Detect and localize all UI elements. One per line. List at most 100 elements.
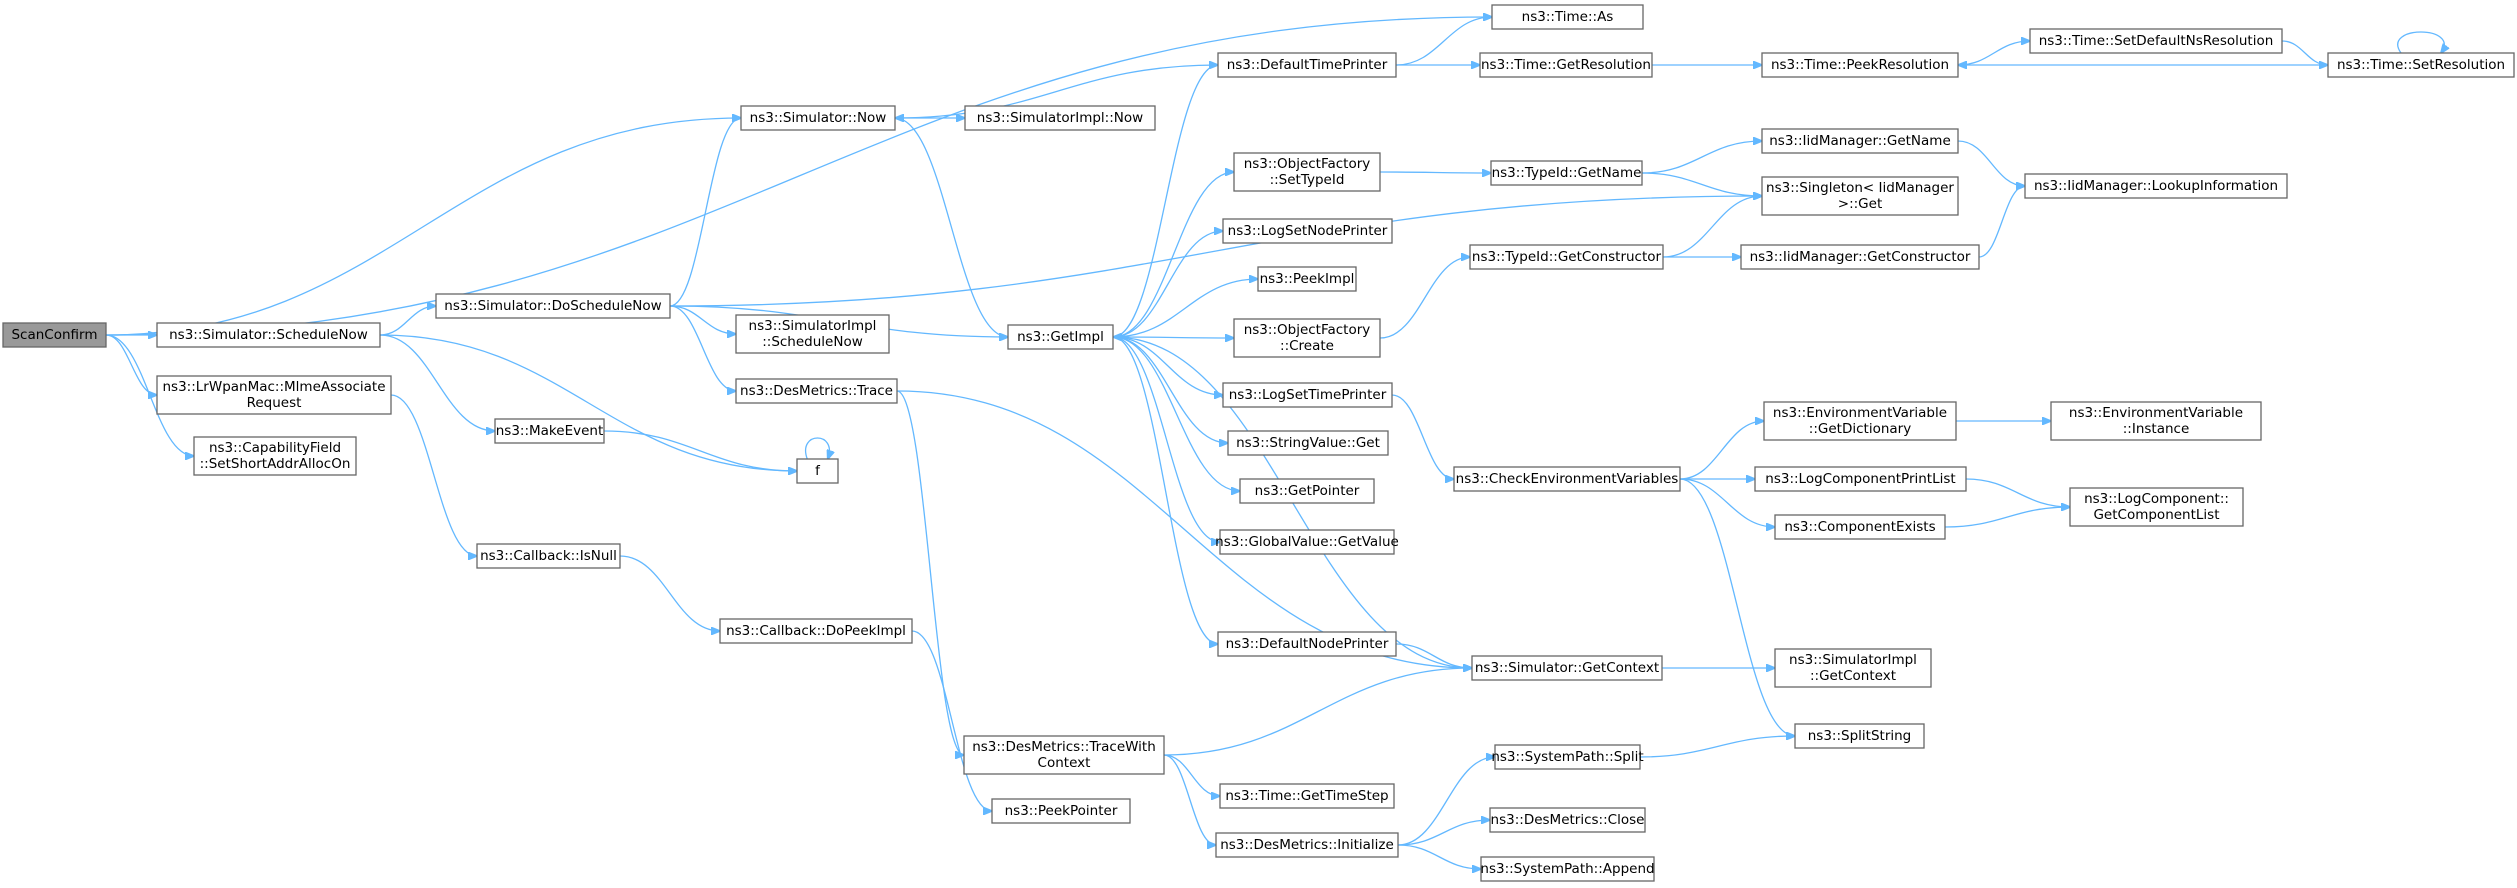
node-timegettimestep[interactable]: ns3::Time::GetTimeStep bbox=[1219, 783, 1395, 809]
node-box[interactable] bbox=[1217, 52, 1397, 78]
node-box[interactable] bbox=[796, 458, 839, 484]
node-box[interactable] bbox=[1469, 244, 1664, 270]
node-simimplnow[interactable]: ns3::SimulatorImpl::Now bbox=[964, 105, 1156, 131]
node-box[interactable] bbox=[2069, 487, 2244, 527]
node-box[interactable] bbox=[1222, 382, 1393, 408]
node-box[interactable] bbox=[1219, 783, 1395, 809]
node-box[interactable] bbox=[1480, 856, 1655, 882]
node-box[interactable] bbox=[1774, 648, 1932, 688]
node-box[interactable] bbox=[1489, 807, 1646, 833]
node-box[interactable] bbox=[193, 436, 357, 476]
node-box[interactable] bbox=[1761, 176, 1959, 216]
node-box[interactable] bbox=[156, 322, 381, 348]
node-objfactorysettypeid[interactable]: ns3::ObjectFactory::SetTypeId bbox=[1233, 152, 1381, 192]
node-box[interactable] bbox=[1740, 244, 1980, 270]
node-envinstance[interactable]: ns3::EnvironmentVariable::Instance bbox=[2050, 401, 2262, 441]
node-timeas[interactable]: ns3::Time::As bbox=[1491, 4, 1644, 30]
node-box[interactable] bbox=[2029, 28, 2283, 54]
node-timegetresolution[interactable]: ns3::Time::GetResolution bbox=[1479, 52, 1653, 78]
node-singletonget[interactable]: ns3::Singleton< IidManager >::Get bbox=[1761, 176, 1959, 216]
node-timesetdefaultns[interactable]: ns3::Time::SetDefaultNsResolution bbox=[2029, 28, 2283, 54]
node-box[interactable] bbox=[1239, 478, 1375, 504]
node-box[interactable] bbox=[1763, 401, 1957, 441]
node-box[interactable] bbox=[1794, 723, 1925, 749]
node-simgetcontext[interactable]: ns3::Simulator::GetContext bbox=[1471, 655, 1663, 681]
node-box[interactable] bbox=[1754, 466, 1967, 492]
node-simimplschedulenow[interactable]: ns3::SimulatorImpl::ScheduleNow bbox=[735, 314, 890, 354]
node-timepeekresolution[interactable]: ns3::Time::PeekResolution bbox=[1761, 52, 1959, 78]
node-box[interactable] bbox=[1217, 631, 1397, 657]
node-box[interactable] bbox=[494, 418, 605, 444]
node-box[interactable] bbox=[1494, 744, 1641, 770]
node-logcompprintlist[interactable]: ns3::LogComponentPrintList bbox=[1754, 466, 1967, 492]
node-systempathsplit[interactable]: ns3::SystemPath::Split bbox=[1491, 744, 1644, 770]
node-typeidgetname[interactable]: ns3::TypeId::GetName bbox=[1490, 160, 1643, 186]
node-schedulenow[interactable]: ns3::Simulator::ScheduleNow bbox=[156, 322, 381, 348]
node-defaulttimeprinter[interactable]: ns3::DefaultTimePrinter bbox=[1217, 52, 1397, 78]
node-box[interactable] bbox=[719, 618, 913, 644]
node-desmetricsinit[interactable]: ns3::DesMetrics::Initialize bbox=[1215, 832, 1399, 858]
node-peekimpl[interactable]: ns3::PeekImpl bbox=[1257, 266, 1357, 292]
node-iidgetconstructor[interactable]: ns3::IidManager::GetConstructor bbox=[1740, 244, 1980, 270]
node-box[interactable] bbox=[1491, 4, 1644, 30]
node-box[interactable] bbox=[156, 375, 392, 415]
node-box[interactable] bbox=[1761, 128, 1959, 154]
node-logsettimeprinter[interactable]: ns3::LogSetTimePrinter bbox=[1222, 382, 1393, 408]
node-simnow[interactable]: ns3::Simulator::Now bbox=[740, 105, 896, 131]
node-objfactorycreate[interactable]: ns3::ObjectFactory::Create bbox=[1233, 318, 1381, 358]
node-iidgetname[interactable]: ns3::IidManager::GetName bbox=[1761, 128, 1959, 154]
node-box[interactable] bbox=[1233, 152, 1381, 192]
node-makeevent[interactable]: ns3::MakeEvent bbox=[494, 418, 605, 444]
node-box[interactable] bbox=[735, 314, 890, 354]
node-capfield[interactable]: ns3::CapabilityField::SetShortAddrAllocO… bbox=[193, 436, 357, 476]
node-getimpl[interactable]: ns3::GetImpl bbox=[1007, 324, 1114, 350]
node-box[interactable] bbox=[963, 735, 1165, 775]
node-globalvaluegetvalue[interactable]: ns3::GlobalValue::GetValue bbox=[1215, 529, 1399, 555]
node-timesetresolution[interactable]: ns3::Time::SetResolution bbox=[2327, 52, 2515, 78]
node-box[interactable] bbox=[1761, 52, 1959, 78]
node-box[interactable] bbox=[1774, 514, 1946, 540]
node-stringvalueget[interactable]: ns3::StringValue::Get bbox=[1227, 430, 1389, 456]
node-typeidgetconstructor[interactable]: ns3::TypeId::GetConstructor bbox=[1469, 244, 1664, 270]
node-box[interactable] bbox=[964, 105, 1156, 131]
node-box[interactable] bbox=[735, 378, 898, 404]
node-isnull[interactable]: ns3::Callback::IsNull bbox=[476, 543, 621, 569]
node-box[interactable] bbox=[2024, 173, 2288, 199]
node-iidlookupinfo[interactable]: ns3::IidManager::LookupInformation bbox=[2024, 173, 2288, 199]
node-componentexists[interactable]: ns3::ComponentExists bbox=[1774, 514, 1946, 540]
node-splitstring[interactable]: ns3::SplitString bbox=[1794, 723, 1925, 749]
node-checkenv[interactable]: ns3::CheckEnvironmentVariables bbox=[1453, 466, 1681, 492]
node-desmetricstrace[interactable]: ns3::DesMetrics::Trace bbox=[735, 378, 898, 404]
node-box[interactable] bbox=[1219, 529, 1395, 555]
node-box[interactable] bbox=[2327, 52, 2515, 78]
node-box[interactable] bbox=[1471, 655, 1663, 681]
node-envgetdictionary[interactable]: ns3::EnvironmentVariable::GetDictionary bbox=[1763, 401, 1957, 441]
node-doschedulenow[interactable]: ns3::Simulator::DoScheduleNow bbox=[435, 293, 671, 319]
node-scanconfirm[interactable]: ScanConfirm bbox=[2, 322, 107, 348]
node-dopeekimpl[interactable]: ns3::Callback::DoPeekImpl bbox=[719, 618, 913, 644]
node-box[interactable] bbox=[1490, 160, 1643, 186]
node-box[interactable] bbox=[1222, 218, 1393, 244]
node-simimplgetcontext[interactable]: ns3::SimulatorImpl::GetContext bbox=[1774, 648, 1932, 688]
node-defaultnodeprinter[interactable]: ns3::DefaultNodePrinter bbox=[1217, 631, 1397, 657]
node-box[interactable] bbox=[1227, 430, 1389, 456]
node-box[interactable] bbox=[1007, 324, 1114, 350]
node-systempathappend[interactable]: ns3::SystemPath::Append bbox=[1480, 856, 1655, 882]
node-box[interactable] bbox=[476, 543, 621, 569]
node-box[interactable] bbox=[1257, 266, 1357, 292]
node-box[interactable] bbox=[1233, 318, 1381, 358]
node-box[interactable] bbox=[2, 322, 107, 348]
node-box[interactable] bbox=[991, 798, 1131, 824]
node-box[interactable] bbox=[1215, 832, 1399, 858]
node-getpointer[interactable]: ns3::GetPointer bbox=[1239, 478, 1375, 504]
node-box[interactable] bbox=[435, 293, 671, 319]
node-box[interactable] bbox=[2050, 401, 2262, 441]
node-box[interactable] bbox=[740, 105, 896, 131]
node-f[interactable]: f bbox=[796, 458, 839, 484]
node-peekpointer[interactable]: ns3::PeekPointer bbox=[991, 798, 1131, 824]
node-logcompgetlist[interactable]: ns3::LogComponent::GetComponentList bbox=[2069, 487, 2244, 527]
node-logsetnodeprinter[interactable]: ns3::LogSetNodePrinter bbox=[1222, 218, 1393, 244]
node-box[interactable] bbox=[1479, 52, 1653, 78]
